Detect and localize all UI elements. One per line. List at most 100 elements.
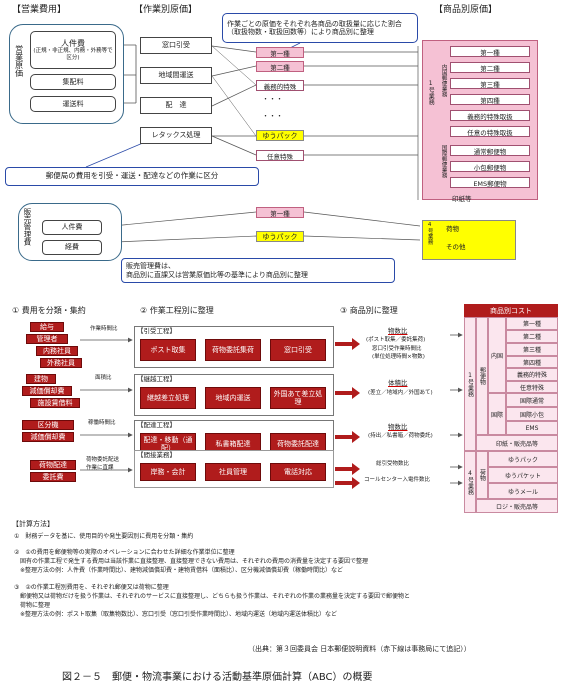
ratio-0-title: 物数比 bbox=[388, 327, 408, 335]
method-line-5: 郵便物又は荷物だけを扱う作業は、それぞれのサービスに直接整理し、どちらも扱う作業… bbox=[14, 593, 411, 600]
mid-label-3: 荷物委託配送 bbox=[86, 457, 120, 463]
figure-caption: 図２－５ 郵便・物流事業における活動基準原価計算（ABC）の概要 bbox=[62, 672, 373, 683]
product-item-7: 小包郵便物 bbox=[450, 161, 530, 172]
process-counter: 窓口引受 bbox=[140, 37, 212, 54]
method-title: 【計算方法】 bbox=[12, 520, 54, 528]
section-label-haitatsu: 【配達工程】 bbox=[137, 421, 176, 429]
uketsuke-0: ポスト取集 bbox=[140, 339, 196, 361]
kansetsu-1: 社員管理 bbox=[205, 463, 261, 481]
cost-genka-2: 減価償却費 bbox=[22, 432, 74, 442]
step3-label: ③ 商品別に整理 bbox=[340, 306, 398, 315]
sga-note: 販売管理費は、 商品別に直課又は営業原価比等の基準により商品別に整理 bbox=[121, 258, 395, 283]
kansetsu-0: 岸務・会計 bbox=[140, 463, 196, 481]
flow-ellipsis-2: ・・・ bbox=[262, 112, 283, 120]
header-expense: 【営業費用】 bbox=[12, 5, 67, 15]
method-line-1: ② ①の費用を郵便物等の実際のオペレーションに合わせた詳細な作業単位に整理 bbox=[14, 549, 235, 556]
ratio-0-sub3: (単位処理時間×物数) bbox=[372, 354, 425, 360]
product-domestic: 内国郵便業務 bbox=[440, 64, 447, 97]
step2-label: ② 作業工程別に整理 bbox=[140, 306, 214, 315]
product-item-6: 通常郵便物 bbox=[450, 145, 530, 156]
section-label-kansetsu: 【間接業務】 bbox=[137, 451, 176, 459]
cost-kubunki: 区分機 bbox=[22, 420, 74, 430]
ct-no1: 1号業務 bbox=[464, 317, 476, 451]
ratio-1-title: 体積比 bbox=[388, 379, 408, 387]
ct-n-4: 義務的特殊 bbox=[506, 368, 558, 381]
method-line-4: ③ ②の作業工程別費用を、それぞれ郵便又は荷物に整理 bbox=[14, 584, 169, 591]
ct-yubin: 郵便物 bbox=[476, 317, 488, 435]
ct-n-2: 第三種 bbox=[506, 343, 558, 356]
kansetsu-2: 電話対応 bbox=[270, 463, 326, 481]
process-transport: 地域間運送 bbox=[140, 67, 212, 84]
ratio-0-sub2: 窓口引受作業時間比 bbox=[372, 346, 422, 352]
sga-label: 販売管理費 bbox=[23, 208, 32, 246]
mid-label-4: 作業に直課 bbox=[86, 465, 114, 471]
ratio-0-sub1: (ポスト取集／委託集荷) bbox=[366, 337, 426, 343]
product-item-1: 第二種 bbox=[450, 62, 530, 73]
ct-naikoku: 内国 bbox=[488, 317, 506, 393]
ratio-1-sub1: (差立／地域内／外国あて) bbox=[368, 390, 433, 396]
postal-note: 郵便局の費用を引受・運送・配達などの作業に区分 bbox=[5, 167, 259, 186]
product-item-8: EMS郵便物 bbox=[450, 177, 530, 188]
method-line-6: 荷物に整理 bbox=[14, 602, 51, 609]
indirect-1: 総引受物数比 bbox=[376, 461, 410, 467]
cost-naimu: 内務社員 bbox=[36, 346, 78, 356]
ct-nm-2: ゆうメール bbox=[488, 483, 558, 499]
source: （出典：第３回委員会 日本郵便説明資料（赤下線は事務局にて追記）） bbox=[248, 645, 471, 653]
product-item-4: 義務的特殊取扱 bbox=[450, 110, 530, 121]
process-note: 作業ごとの原価をそれぞれ各商品の取扱量に応じた割合（取扱物数・取扱回数等）により… bbox=[222, 13, 418, 43]
indirect-2: コールセンター入電件数比 bbox=[364, 477, 431, 483]
ct-n-0: 第一種 bbox=[506, 317, 558, 330]
header-process: 【作業別原価】 bbox=[134, 5, 198, 15]
cost-shisetsu: 施設賃借料 bbox=[30, 398, 80, 408]
ratio-2-sub1: (持出／私書箱／荷物委託) bbox=[368, 433, 433, 439]
product-item-0: 第一種 bbox=[450, 46, 530, 57]
sga-note-line-2: 商品別に直課又は営業原価比等の基準により商品別に整理 bbox=[126, 270, 308, 279]
sga-flow-daiisshu: 第一種 bbox=[256, 207, 304, 218]
product-no1: 1号業務 bbox=[427, 80, 435, 105]
cost-nimotsu: 荷物配達 bbox=[30, 460, 76, 470]
flow-item-gimuteki: 義務的特殊 bbox=[256, 80, 304, 91]
ct-k-1: 国際小包 bbox=[506, 407, 558, 421]
ct-nm-1: ゆうパケット bbox=[488, 467, 558, 483]
ct-kokusai: 国際 bbox=[488, 393, 506, 435]
ct-nm-0: ゆうパック bbox=[488, 451, 558, 467]
no4-item-1: その他 bbox=[446, 243, 466, 251]
cost-tatemono: 建物 bbox=[26, 374, 56, 384]
uketsuke-2: 窓口引受 bbox=[270, 339, 326, 361]
personnel-box: 人件費 (正規・非正規、内務・外務等で区分) bbox=[30, 31, 116, 69]
mid-label-0: 作業時間比 bbox=[90, 326, 118, 332]
sga-expenses: 経費 bbox=[42, 240, 102, 255]
no4-area bbox=[422, 220, 516, 260]
collection-distribution-box: 集配料 bbox=[30, 74, 116, 90]
sga-note-line-1: 販売管理費は、 bbox=[126, 262, 175, 271]
flow-item-yupack: ゆうパック bbox=[256, 130, 304, 141]
method-line-3: ※整理方法の例：人件費（作業時間比）、建物減価償却費・建物賃借料（面積比）、区分… bbox=[14, 567, 344, 574]
ct-inshi: 印紙・販売品等 bbox=[476, 435, 558, 451]
header-product: 【商品別原価】 bbox=[434, 5, 498, 15]
product-printing: 印紙等 bbox=[452, 195, 472, 203]
mid-label-2: 稼働時間比 bbox=[88, 420, 116, 426]
flow-item-dainishu: 第二種 bbox=[256, 61, 304, 72]
cost-kanrisha: 管理者 bbox=[26, 334, 68, 344]
ct-k-0: 国際通常 bbox=[506, 393, 558, 407]
method-line-7: ※整理方法の例：ポスト取集（取集物数比）、窓口引受（窓口引受作業時間比）、地域内… bbox=[14, 611, 338, 618]
step1-label: ① 費用を分類・集約 bbox=[12, 306, 86, 315]
ct-n-5: 任意特殊 bbox=[506, 381, 558, 393]
top-connectors bbox=[85, 42, 421, 244]
ct-n-3: 第四種 bbox=[506, 356, 558, 368]
mid-label-1: 面積比 bbox=[95, 375, 112, 381]
bottom-connectors bbox=[80, 332, 463, 489]
product-item-3: 第四種 bbox=[450, 94, 530, 105]
no4-item-0: 荷物 bbox=[446, 225, 459, 233]
ct-logi: ロジ・販売品等 bbox=[476, 499, 558, 513]
cost-itaku: 委託費 bbox=[30, 472, 76, 482]
operating-cost-label: 営業原価 bbox=[14, 45, 24, 77]
section-label-uketsuke: 【引受工程】 bbox=[137, 327, 176, 335]
flow-item-nin-i: 任意特殊 bbox=[256, 150, 304, 161]
method-line-2: 固有の作業工程で発生する費用は当該作業に直接整理、直接整理できない費用は、それぞ… bbox=[14, 558, 369, 565]
no4-label: 4号業務 bbox=[426, 222, 433, 245]
personnel-label: 人件費 bbox=[61, 39, 85, 49]
ratio-2-title: 物数比 bbox=[388, 423, 408, 431]
cost-table-title: 商品別コスト bbox=[464, 304, 558, 317]
ct-k-2: EMS bbox=[506, 421, 558, 435]
